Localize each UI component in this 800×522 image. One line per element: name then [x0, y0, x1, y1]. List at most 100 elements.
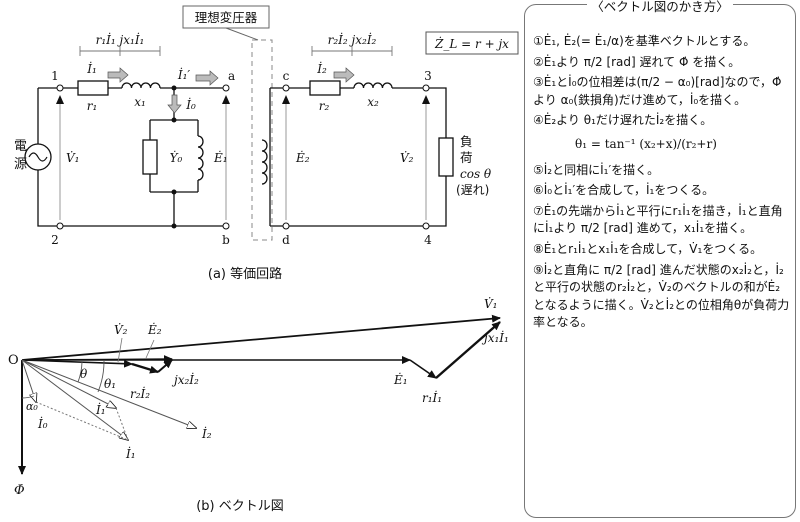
e2-label: Ė₂	[295, 150, 310, 165]
terminal-2	[56, 222, 64, 230]
inductor-x1	[121, 82, 161, 89]
excitation-inductor	[197, 135, 204, 181]
theta1-label: θ₁	[104, 377, 116, 391]
step-4: ④Ė₂より θ₁だけ遅れたİ₂を描く。	[533, 113, 713, 128]
load-label-1: 負	[460, 134, 473, 149]
alpha0-arc	[21, 395, 35, 399]
inductor-x2	[353, 82, 393, 89]
i1p-vec-label: İ₁′	[95, 402, 109, 417]
r2x2-label: r₂İ₂ jx₂İ₂	[328, 32, 377, 47]
theta-label: θ	[80, 367, 88, 381]
load-cos-label: cos θ	[460, 167, 492, 181]
r2i2-vector	[131, 362, 159, 374]
secondary-dimension	[311, 46, 393, 56]
jx1i1-vector	[435, 321, 501, 379]
node-3-label: 3	[424, 69, 432, 83]
ideal-transformer-box	[251, 39, 273, 241]
r1i1-vector	[409, 359, 437, 379]
terminal-c	[282, 84, 290, 92]
i1p-vector	[21, 359, 116, 408]
equivalent-circuit: 理想変圧器 電 源	[14, 5, 519, 282]
jx1i1-vec-label: jx₁İ₁	[481, 330, 509, 345]
terminal-4	[422, 222, 430, 230]
i0-vec-label: İ₀	[37, 416, 48, 431]
node-2-label: 2	[51, 233, 59, 247]
terminal-d	[282, 222, 290, 230]
r1i1-vec-label: r₁İ₁	[422, 390, 442, 405]
node-1-label: 1	[51, 69, 59, 83]
terminal-3	[422, 84, 430, 92]
step-6: ⑥İ₀とİ₁′を合成して，İ₁をつくる。	[533, 183, 715, 198]
phi-vec-label: Φ̇	[14, 483, 25, 498]
resistor-r1	[77, 80, 109, 96]
admittance-y0	[142, 139, 158, 175]
x2-label: x₂	[367, 95, 379, 109]
r1-label: r₁	[87, 99, 98, 113]
i1p-current-arrow	[195, 70, 219, 86]
junction-dot	[171, 117, 177, 123]
i0-current-arrow	[167, 94, 182, 114]
source-label-2: 源	[14, 157, 27, 172]
i1-vec-label: İ₁	[125, 446, 136, 461]
load-impedance	[438, 137, 454, 177]
x1-label: x₁	[134, 95, 146, 109]
zl-label-box	[425, 31, 519, 55]
v1-vec-label: V̇₁	[484, 296, 497, 311]
origin-label: O	[8, 353, 19, 368]
circuit-caption: (a) 等価回路	[208, 266, 282, 282]
primary-winding	[261, 139, 268, 185]
secondary-wiring	[270, 87, 447, 227]
step-9: ⑨İ₂と直角に π/2 [rad] 進んだ状態のx₂İ₂と，İ₂と平行の状態のr…	[533, 262, 790, 330]
e2-vector	[21, 355, 173, 364]
jx2i2-vec-label: jx₂İ₂	[171, 372, 199, 387]
v2-label: V̇₂	[400, 150, 414, 165]
y0-label: Ẏ₀	[170, 150, 183, 165]
i2-vec-label: İ₂	[201, 426, 212, 441]
e1-vec-label: Ė₁	[393, 372, 408, 387]
resistor-r2	[309, 80, 341, 96]
step-5: ⑤İ₂と同相にİ₁′を描く。	[533, 162, 660, 177]
node-d-label: d	[282, 233, 290, 247]
i1-vector	[21, 359, 128, 440]
e2-leader	[145, 339, 155, 359]
e2-vec-label: Ė₂	[147, 322, 162, 337]
ac-wave-icon	[28, 152, 48, 162]
r2i2-vec-label: r₂İ₂	[130, 386, 150, 401]
junction-dot	[171, 85, 177, 91]
i2-vector	[21, 359, 196, 428]
step-8: ⑧Ė₁とr₁İ₁とx₁İ₁を合成して，V̇₁をつくる。	[533, 241, 763, 256]
alpha0-label: α₀	[26, 400, 38, 413]
load-lag-label: (遅れ)	[456, 183, 489, 197]
node-c-label: c	[283, 69, 290, 83]
ideal-transformer-label: 理想変圧器	[195, 10, 258, 25]
vector-caption: (b) ベクトル図	[196, 499, 284, 514]
junction-dot	[171, 189, 177, 195]
node-4-label: 4	[424, 233, 432, 247]
r2-label: r₂	[319, 99, 330, 113]
panel-title: 〈ベクトル図のかき方〉	[587, 0, 733, 14]
node-b-label: b	[222, 233, 230, 247]
i1-label: İ₁	[86, 61, 97, 76]
i2-current-arrow	[333, 67, 355, 83]
e1-label: Ė₁	[213, 150, 228, 165]
jx2i2-vector	[157, 359, 173, 373]
construction-line	[35, 401, 129, 441]
step-1: ①Ė₁, Ė₂(= Ė₁/α)を基準ベクトルとする。	[533, 34, 756, 48]
v2-vec-label: V̇₂	[114, 322, 128, 337]
terminal-1	[56, 84, 64, 92]
theta1-arc	[97, 359, 105, 393]
diagram-canvas: 理想変圧器 電 源	[8, 5, 519, 514]
panel-title-wrap: 〈ベクトル図のかき方〉	[525, 0, 795, 15]
ideal-transformer-leader	[225, 27, 259, 41]
i2-label: İ₂	[316, 61, 327, 76]
primary-dimension	[79, 46, 161, 56]
zl-label: Ż_L = r + jx	[434, 36, 509, 51]
v2-vector	[21, 359, 133, 368]
theta1-formula: θ₁ = tan⁻¹ (x₂+x)/(r₂+r)	[575, 136, 717, 151]
procedure-panel: 〈ベクトル図のかき方〉 ①Ė₁, Ė₂(= Ė₁/α)を基準ベクトルとする。 ②…	[524, 0, 796, 518]
step-3: ③Ė₁とİ₀の位相差は(π/2 − α₀)[rad]なので，Φ̇より α₀(鉄損…	[533, 75, 782, 107]
construction-line	[115, 407, 129, 441]
step-7: ⑦Ė₁の先端からİ₁と平行にr₁İ₁を描き，İ₁と直角にİ₁より π/2 [ra…	[533, 203, 783, 236]
v1-vector	[21, 314, 501, 361]
terminal-b	[222, 222, 230, 230]
